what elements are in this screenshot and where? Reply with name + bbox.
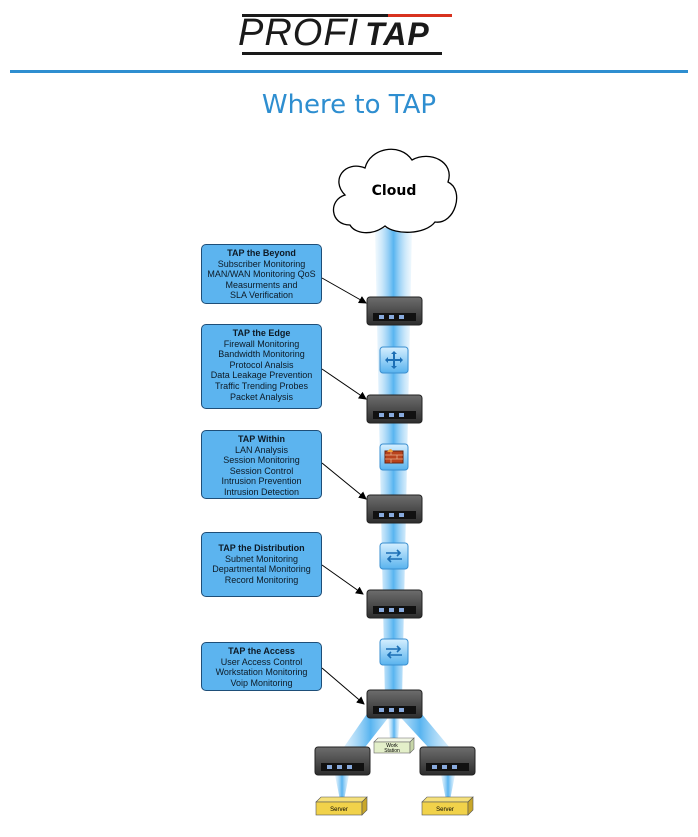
callout-line: Subscriber Monitoring [217, 258, 306, 269]
callout-tap-access: TAP the Access User Access Control Works… [201, 642, 322, 691]
callout-line: SLA Verification [229, 290, 294, 301]
server-icon-left: Server [315, 796, 368, 816]
callout-heading: TAP the Distribution [218, 543, 305, 553]
arrow-distribution [321, 564, 364, 595]
logo-word-profi: PROFI [238, 12, 360, 54]
callout-tap-within: TAP Within LAN Analysis Session Monitori… [201, 430, 322, 499]
workstation-icon: Work Station [373, 737, 415, 754]
callout-line: Workstation Monitoring [215, 667, 308, 678]
callout-heading: TAP the Access [228, 646, 295, 656]
tap-device-edge [366, 394, 423, 424]
workstation-label-line2: Station [384, 748, 400, 754]
callout-heading: TAP the Edge [232, 328, 291, 338]
callout-line: Packet Analysis [229, 391, 294, 402]
callout-heading: TAP the Beyond [227, 248, 296, 258]
server-icon-right: Server [421, 796, 474, 816]
tap-device-distribution [366, 589, 423, 619]
tap-device-server-left [314, 746, 371, 776]
callout-line: User Access Control [220, 656, 303, 667]
callout-heading: TAP Within [237, 434, 286, 444]
logo-stripe-red [388, 14, 452, 17]
callout-line: Departmental Monitoring [212, 564, 311, 575]
cloud-label: Cloud [372, 183, 417, 199]
arrow-access [321, 667, 365, 705]
arrow-edge [321, 368, 367, 400]
firewall-icon [379, 443, 409, 471]
callout-line: Intrusion Detection [223, 486, 300, 497]
header-rule [10, 70, 688, 73]
logo-stripe [242, 14, 452, 17]
callout-line: Protocol Analsis [229, 359, 294, 370]
callout-arrows [321, 277, 367, 705]
switch-icon [379, 638, 409, 666]
tap-device-server-right [419, 746, 476, 776]
logo-word-tap: TAP [365, 16, 430, 52]
server-label-right: Server [436, 807, 454, 813]
callout-line: Traffic Trending Probes [214, 380, 309, 391]
page-title: Where to TAP [261, 90, 437, 120]
callout-line: Data Leakage Prevention [210, 370, 313, 381]
callout-tap-edge: TAP the Edge Firewall Monitoring Bandwid… [201, 324, 322, 409]
tap-device-within [366, 494, 423, 524]
callout-line: Session Control [229, 465, 294, 476]
switch-icon [379, 542, 409, 570]
callout-line: Intrusion Prevention [221, 476, 302, 487]
server-label-left: Server [330, 807, 348, 813]
callout-tap-beyond: TAP the Beyond Subscriber Monitoring MAN… [201, 244, 322, 304]
callout-line: Firewall Monitoring [223, 338, 300, 349]
cloud-icon: Cloud [332, 148, 458, 234]
tap-device-access [366, 689, 423, 719]
arrow-within [321, 462, 367, 500]
callout-line: Measurments and [225, 279, 298, 290]
router-icon [379, 346, 409, 374]
callout-line: Session Monitoring [223, 455, 300, 466]
tap-device-beyond [366, 296, 423, 326]
callout-line: Bandwidth Monitoring [218, 349, 305, 360]
callout-line: Subnet Monitoring [224, 553, 299, 564]
callout-line: Voip Monitoring [230, 677, 293, 688]
workstation-label-line1: Work [386, 743, 398, 749]
logo-stripe [242, 52, 442, 55]
arrow-beyond [321, 277, 367, 304]
callout-tap-distribution: TAP the Distribution Subnet Monitoring D… [201, 532, 322, 597]
callout-line: LAN Analysis [234, 444, 289, 455]
callout-line: MAN/WAN Monitoring QoS [207, 269, 316, 280]
callout-line: Record Monitoring [224, 574, 299, 585]
